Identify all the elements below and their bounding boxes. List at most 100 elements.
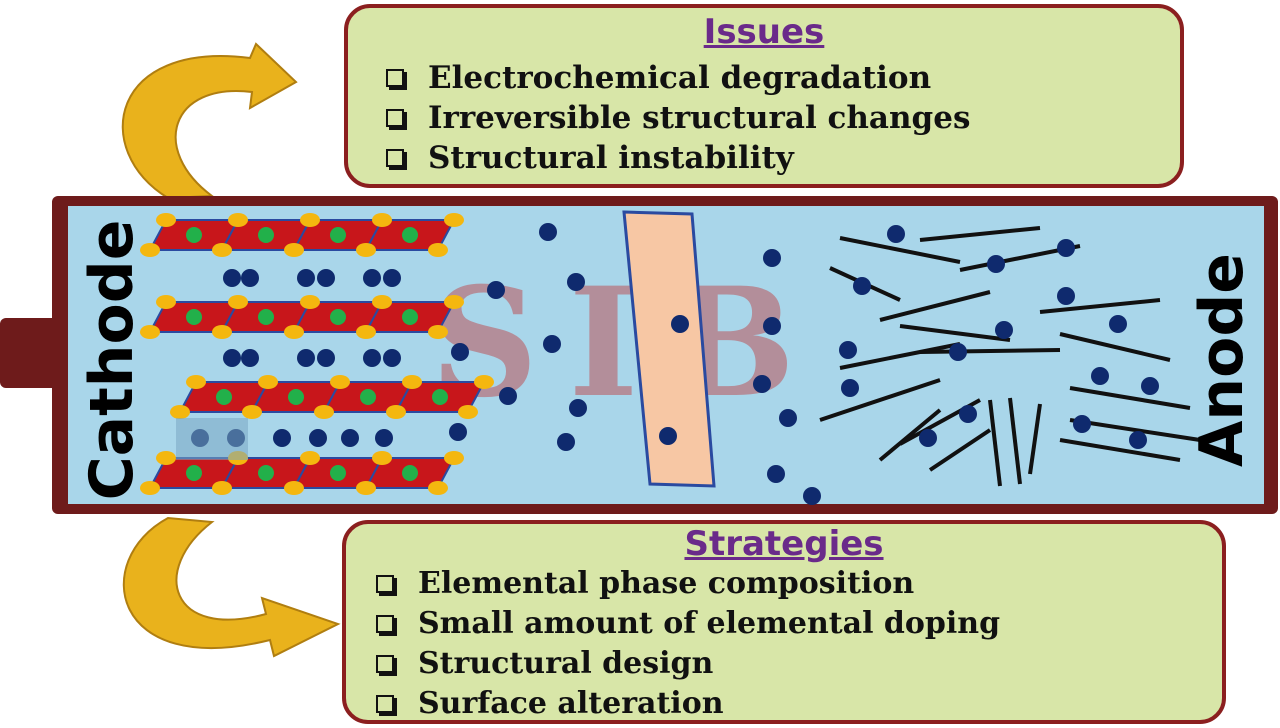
vertex [444,451,464,465]
carbon-layer [819,378,941,422]
sodium-ion [451,343,469,361]
vertex [170,405,190,419]
sodium-ion [543,335,561,353]
sodium-ion [557,433,575,451]
sodium-ion [297,349,315,367]
list-item: Small amount of elemental doping [376,604,1000,644]
vertex [284,243,304,257]
sodium-ion [959,405,977,423]
list-item: Electrochemical degradation [386,58,970,98]
strategies-box: Strategies Elemental phase composition S… [342,520,1226,724]
carbon-layer [839,236,961,264]
sodium-ion [499,387,517,405]
octahedron-center [360,389,376,405]
checkbox-icon [376,695,394,713]
vertex [314,405,334,419]
vertex [458,405,478,419]
sodium-ion [223,349,241,367]
carbon-layer [1008,397,1022,485]
octahedron-center [402,309,418,325]
sodium-ion [659,427,677,445]
carbon-layer [839,342,961,370]
sodium-ion [767,465,785,483]
vertex [444,295,464,309]
vertex [284,481,304,495]
octahedron-center [258,227,274,243]
vertex [284,325,304,339]
sodium-ion [1091,367,1109,385]
issues-title: Issues [703,12,825,52]
sodium-ion [317,349,335,367]
carbon-layer [1069,418,1201,442]
checkbox-icon [386,69,404,87]
sodium-ion [309,429,327,447]
carbon-layer [928,428,992,472]
sodium-ion [987,255,1005,273]
sodium-ion [363,269,381,287]
sodium-ion [853,277,871,295]
vertex [330,375,350,389]
octahedron-center [288,389,304,405]
vertex [212,325,232,339]
sodium-ion [341,429,359,447]
sodium-ion [1057,239,1075,257]
vertex [356,325,376,339]
vertex [474,375,494,389]
checkbox-icon [386,149,404,167]
list-item: Surface alteration [376,684,1000,724]
strategies-title: Strategies [684,524,884,564]
vertex [300,451,320,465]
octahedron-center [330,309,346,325]
octahedron-center [402,465,418,481]
sodium-ion [839,341,857,359]
vertex [402,375,422,389]
sodium-ion [763,249,781,267]
carbon-layer [1059,332,1171,362]
carbon-layer [919,226,1041,242]
octahedron-center [258,309,274,325]
sodium-ion [241,349,259,367]
sodium-ion [375,429,393,447]
sodium-ion [487,281,505,299]
vertex [372,295,392,309]
sodium-ion [1109,315,1127,333]
sodium-ion [449,423,467,441]
sodium-ion [1057,287,1075,305]
anode-label: Anode [1187,252,1257,468]
strategy-text: Structural design [418,646,714,681]
vertex [428,481,448,495]
vertex [156,213,176,227]
sodium-ion [223,269,241,287]
issues-list: Electrochemical degradation Irreversible… [386,58,970,178]
vertex [372,213,392,227]
carbon-layer [899,324,1011,342]
sodium-ion [779,409,797,427]
sodium-ion [241,269,259,287]
octahedron-center [186,465,202,481]
octahedron-center [216,389,232,405]
vertex [444,213,464,227]
vertex [140,243,160,257]
sodium-ion [1129,431,1147,449]
octahedron-center [330,227,346,243]
list-item: Irreversible structural changes [386,98,970,138]
list-item: Elemental phase composition [376,564,1000,604]
checkbox-icon [386,109,404,127]
issue-text: Irreversible structural changes [428,100,971,136]
sodium-ion [317,269,335,287]
issues-box: Issues Electrochemical degradation Irrev… [344,4,1184,188]
checkbox-icon [376,575,394,593]
sodium-ion [841,379,859,397]
vertex [140,481,160,495]
sodium-ion [363,349,381,367]
vertex [300,295,320,309]
vertex [186,375,206,389]
vertex [356,481,376,495]
carbon-layer [988,399,1002,487]
strategy-text: Small amount of elemental doping [418,606,1001,641]
sodium-ion [567,273,585,291]
sodium-ion [887,225,905,243]
sodium-ion [383,349,401,367]
octahedron-center [186,309,202,325]
